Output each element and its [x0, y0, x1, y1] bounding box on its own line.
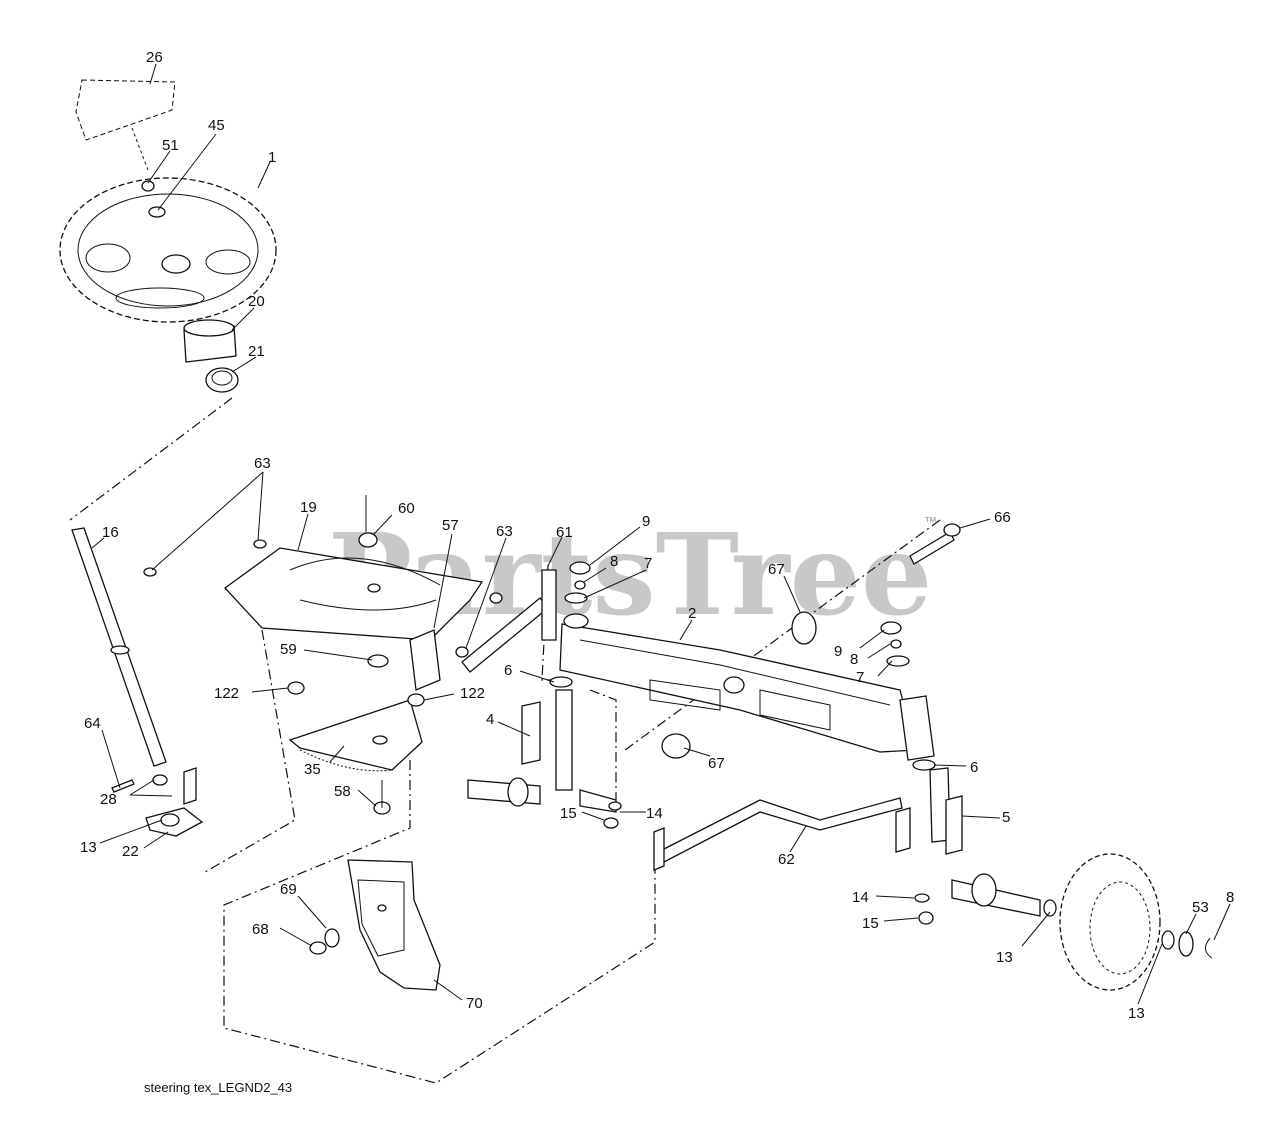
- callout-8-left: 8: [610, 553, 618, 570]
- front-wheel: [1059, 853, 1213, 991]
- spindle-hardware: [549, 561, 936, 771]
- callout-63-left: 63: [254, 455, 271, 472]
- callout-5: 5: [1002, 809, 1010, 826]
- steering-wheel: [59, 177, 277, 323]
- steering-bushing: [183, 319, 237, 363]
- callout-14-right: 14: [852, 889, 869, 906]
- diagram-caption: steering tex_LEGND2_43: [144, 1080, 292, 1095]
- callout-20: 20: [248, 293, 265, 310]
- callout-14-left: 14: [646, 805, 663, 822]
- callout-57: 57: [442, 517, 459, 534]
- callout-7-left: 7: [644, 555, 652, 572]
- callout-64: 64: [84, 715, 101, 732]
- tie-rod: [653, 797, 911, 871]
- callout-15-left: 15: [560, 805, 577, 822]
- callout-6-right: 6: [970, 759, 978, 776]
- callout-9-right: 9: [834, 643, 842, 660]
- callout-45: 45: [208, 117, 225, 134]
- left-spindle: [467, 689, 622, 829]
- callout-13-left: 13: [80, 839, 97, 856]
- callout-70: 70: [466, 995, 483, 1012]
- callout-6-left: 6: [504, 662, 512, 679]
- callout-13-right: 13: [996, 949, 1013, 966]
- callout-67-lower: 67: [708, 755, 725, 772]
- callout-67-upper: 67: [768, 561, 785, 578]
- callout-7-right: 7: [856, 669, 864, 686]
- right-spindle: [914, 767, 1057, 925]
- callout-28: 28: [100, 791, 117, 808]
- steering-support-bracket: [111, 767, 204, 837]
- callout-1: 1: [268, 149, 276, 166]
- callout-19: 19: [300, 499, 317, 516]
- callout-51: 51: [162, 137, 179, 154]
- fasteners-upper: [143, 532, 503, 668]
- callout-4: 4: [486, 711, 494, 728]
- callout-63-right: 63: [496, 523, 513, 540]
- callout-8-right: 8: [850, 651, 858, 668]
- callout-62: 62: [778, 851, 795, 868]
- callout-68: 68: [252, 921, 269, 938]
- callout-60: 60: [398, 500, 415, 517]
- callout-9-left: 9: [642, 513, 650, 530]
- steering-pinion-gear: [205, 367, 239, 393]
- steering-plate: [224, 547, 484, 691]
- callout-61: 61: [556, 524, 573, 541]
- callout-15-right: 15: [862, 915, 879, 932]
- callout-2: 2: [688, 605, 696, 622]
- drag-link: [461, 569, 557, 673]
- callout-labels: 26 51 45 1 20 21 63 16 19 60 57 63 61 9 …: [80, 49, 1234, 1022]
- callout-59: 59: [280, 641, 297, 658]
- callout-122-right: 122: [460, 685, 485, 702]
- assembly-lines: [69, 397, 941, 1084]
- steering-shaft: [71, 527, 167, 767]
- callout-35: 35: [304, 761, 321, 778]
- callout-13-wheel: 13: [1128, 1005, 1145, 1022]
- callout-leaders: [91, 63, 1231, 1005]
- callout-69: 69: [280, 881, 297, 898]
- callout-22: 22: [122, 843, 139, 860]
- steering-shield: [309, 859, 441, 991]
- steering-wheel-cap: [75, 79, 176, 171]
- front-axle: [559, 613, 935, 761]
- callout-122-left: 122: [214, 685, 239, 702]
- callout-66: 66: [994, 509, 1011, 526]
- callout-26: 26: [146, 49, 163, 66]
- callout-8-wheel: 8: [1226, 889, 1234, 906]
- trademark-symbol: ™: [924, 514, 937, 529]
- callout-21: 21: [248, 343, 265, 360]
- callout-53: 53: [1192, 899, 1209, 916]
- axle-washers-and-pivot-bolt: [661, 523, 961, 759]
- sector-gear: [287, 681, 425, 815]
- callout-16: 16: [102, 524, 119, 541]
- callout-58: 58: [334, 783, 351, 800]
